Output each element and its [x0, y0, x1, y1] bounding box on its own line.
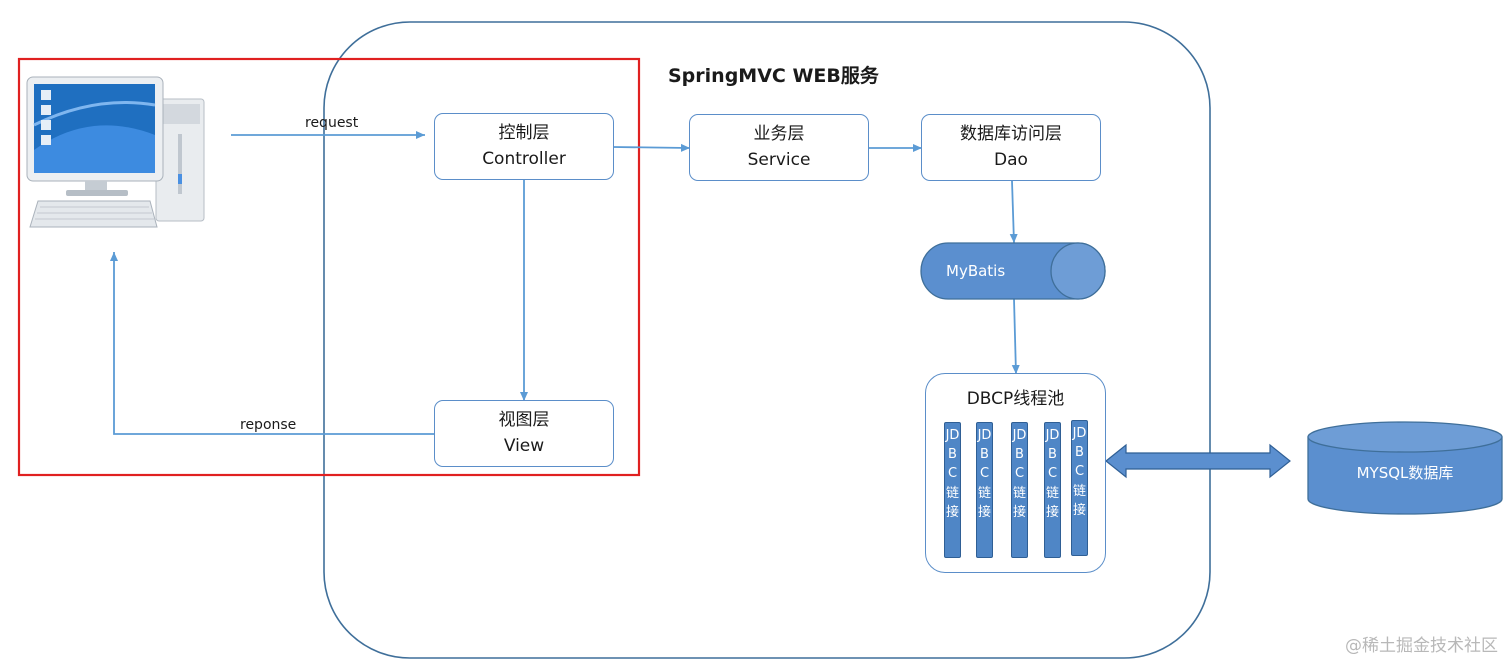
watermark: @稀土掘金技术社区 [1345, 636, 1498, 656]
computer-icon [26, 76, 205, 228]
view-name: 视图层 [498, 410, 550, 430]
jdbc-connection: JDBC链接 [1071, 420, 1088, 556]
dao-box: 数据库访问层 Dao [921, 114, 1101, 181]
mysql-database-cylinder [1307, 421, 1503, 515]
springmvc-service-container [323, 21, 1211, 659]
response-label: reponse [240, 417, 297, 433]
pool-title: DBCP线程池 [966, 389, 1065, 409]
service-name: 业务层 [753, 124, 805, 144]
mybatis-label: MyBatis [946, 262, 1006, 280]
jdbc-connection: JDBC链接 [1011, 422, 1028, 558]
controller-box: 控制层 Controller [434, 113, 614, 180]
dao-name: 数据库访问层 [960, 124, 1062, 144]
controller-sub: Controller [482, 148, 566, 169]
pool-database-double-arrow [1105, 443, 1291, 479]
service-box: 业务层 Service [689, 114, 869, 181]
controller-name: 控制层 [498, 123, 550, 143]
dao-sub: Dao [994, 149, 1028, 170]
view-box: 视图层 View [434, 400, 614, 467]
jdbc-connection: JDBC链接 [944, 422, 961, 558]
mybatis-cylinder [920, 242, 1106, 300]
response-arrow [110, 252, 434, 435]
request-label: request [305, 115, 359, 131]
highlight-frame [17, 57, 641, 477]
service-sub: Service [747, 149, 811, 170]
controller-to-service-arrow [612, 143, 691, 152]
mysql-label: MYSQL数据库 [1356, 464, 1454, 482]
dbcp-pool: DBCP线程池 JDBC链接 JDBC链接 JDBC链接 JDBC链接 JDBC… [925, 373, 1106, 573]
view-sub: View [503, 435, 545, 456]
jdbc-connection: JDBC链接 [976, 422, 993, 558]
jdbc-connection: JDBC链接 [1044, 422, 1061, 558]
dao-to-mybatis-arrow [1009, 180, 1018, 244]
diagram-title: SpringMVC WEB服务 [668, 65, 879, 87]
mybatis-to-pool-arrow [1011, 298, 1020, 375]
